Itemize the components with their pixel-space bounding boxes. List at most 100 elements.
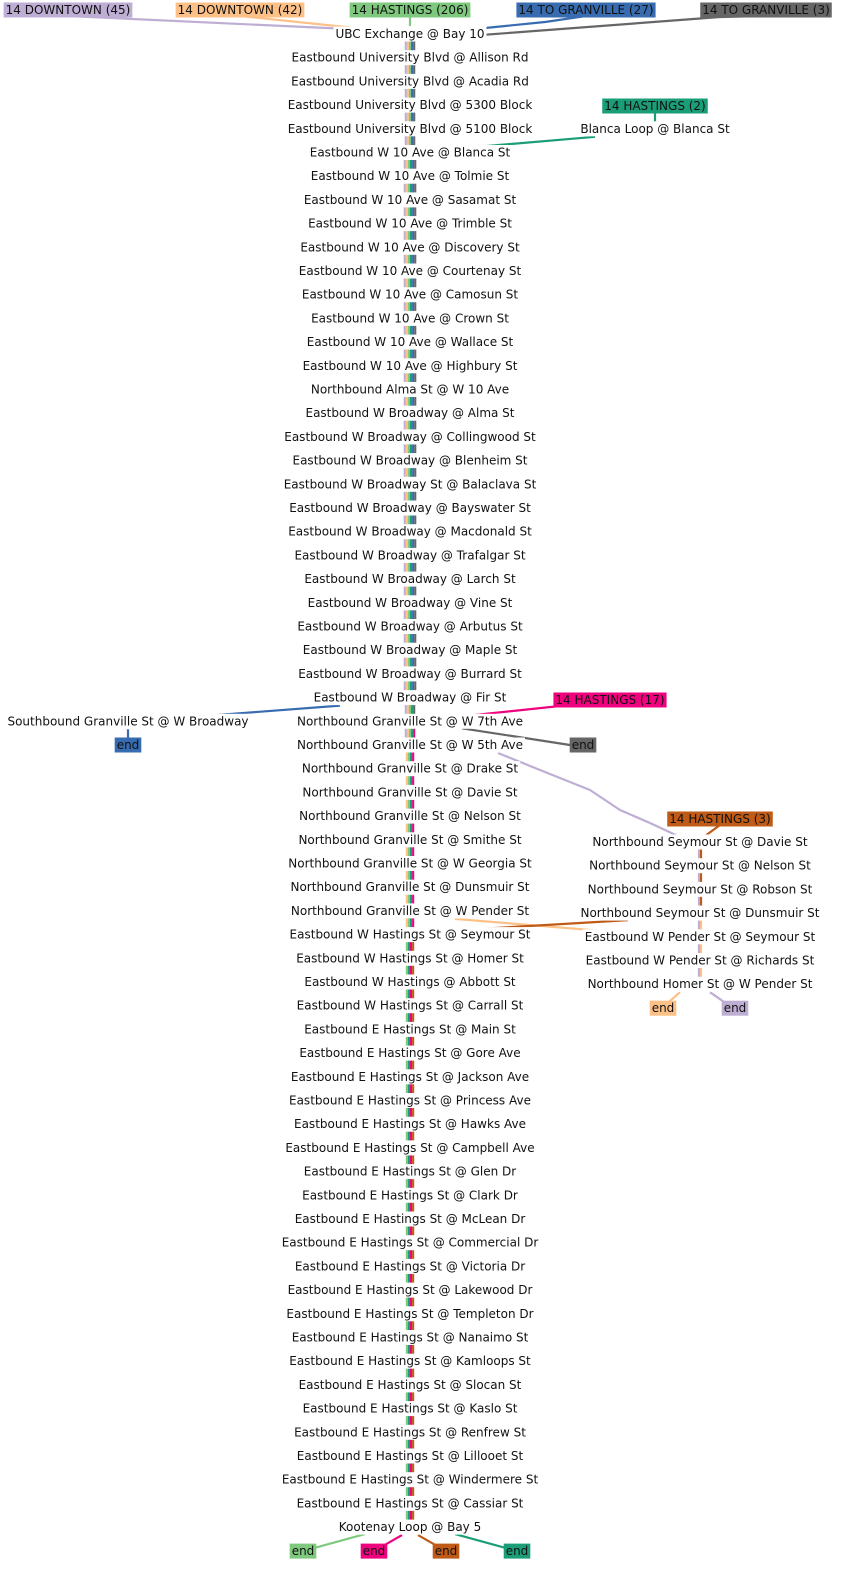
trunk-band-h17 <box>412 894 415 904</box>
trunk-band-h2 <box>407 1320 410 1331</box>
trunk-band-dt42 <box>405 467 408 478</box>
trunk-band-h17 <box>412 917 415 928</box>
trunk-band-g27 <box>412 562 415 573</box>
stop-northbound-granville-st-davie-st: Northbound Granville St @ Davie St <box>300 784 520 800</box>
stop-eastbound-w-10-ave-trimble-st: Eastbound W 10 Ave @ Trimble St <box>305 216 515 232</box>
stop-eastbound-e-hastings-st-glen-dr: Eastbound E Hastings St @ Glen Dr <box>301 1164 519 1180</box>
trunk-band-dt45 <box>403 538 406 549</box>
trunk-band-h206 <box>407 443 410 454</box>
trunk-band-g27 <box>412 278 415 288</box>
trunk-band-h2 <box>410 538 413 549</box>
trunk-band-dt42 <box>405 206 408 217</box>
trunk-band-g27 <box>412 538 415 549</box>
trunk-band-h2 <box>410 870 413 881</box>
stop-northbound-alma-st-w-10-ave: Northbound Alma St @ W 10 Ave <box>308 382 512 397</box>
trunk-band-h206 <box>408 64 412 75</box>
trunk-band-h206 <box>405 1320 408 1331</box>
trunk-band-dt42 <box>405 254 408 264</box>
stop-eastbound-w-hastings-st-carrall-st: Eastbound W Hastings St @ Carrall St <box>294 998 526 1014</box>
trunk-band-h206 <box>405 1486 408 1497</box>
trunk-band-h3 <box>412 1344 415 1355</box>
trunk-band-g3 <box>414 491 417 501</box>
stop-eastbound-w-pender-st-seymour-st: Eastbound W Pender St @ Seymour St <box>582 929 818 945</box>
trunk-band-h3 <box>412 1510 415 1521</box>
svg-text:end: end <box>435 1544 458 1558</box>
trunk-band-h2 <box>410 799 413 810</box>
svg-text:14 HASTINGS (206): 14 HASTINGS (206) <box>352 3 469 17</box>
trunk-band-h206 <box>407 538 410 549</box>
trunk-band-g27 <box>412 586 415 596</box>
svg-text:Eastbound E Hastings St @ Nana: Eastbound E Hastings St @ Nanaimo St <box>292 1331 529 1345</box>
trunk-band-h3 <box>412 1036 415 1047</box>
trunk-band-h2 <box>407 1131 410 1141</box>
trunk-band-h3 <box>412 1439 415 1449</box>
trunk-band-g27 <box>411 64 414 75</box>
trunk-band-g27 <box>412 396 415 407</box>
svg-text:Eastbound W 10 Ave @ Crown St: Eastbound W 10 Ave @ Crown St <box>311 311 509 325</box>
trunk-band-dt45 <box>403 680 406 691</box>
end-label-h2: end <box>503 1543 531 1559</box>
trunk-band-h206 <box>407 846 410 857</box>
trunk-band-g27 <box>412 633 415 644</box>
end-label-h3: end <box>432 1543 460 1559</box>
trunk-band-h206 <box>405 1249 408 1260</box>
svg-text:Northbound Seymour St @ Robson: Northbound Seymour St @ Robson St <box>588 882 813 896</box>
svg-text:Eastbound W Broadway @ Bayswat: Eastbound W Broadway @ Bayswater St <box>289 501 531 515</box>
svg-text:14 DOWNTOWN (45): 14 DOWNTOWN (45) <box>6 3 131 17</box>
svg-text:Eastbound W Broadway @ Arbutus: Eastbound W Broadway @ Arbutus St <box>297 620 523 634</box>
trunk-band-h2 <box>410 657 413 667</box>
trunk-band-h206 <box>407 894 410 904</box>
trunk-band-h2 <box>411 704 414 715</box>
trunk-band-h17 <box>410 1344 413 1355</box>
stop-northbound-seymour-st-nelson-st: Northbound Seymour St @ Nelson St <box>587 858 813 874</box>
trunk-band-dt45 <box>403 657 406 667</box>
end-label-dt42: end <box>649 1000 677 1016</box>
svg-text:Eastbound E Hastings St @ Vict: Eastbound E Hastings St @ Victoria Dr <box>295 1259 525 1273</box>
trunk-band-h2 <box>410 183 413 193</box>
svg-text:Eastbound E Hastings St @ Comm: Eastbound E Hastings St @ Commercial Dr <box>282 1236 539 1250</box>
svg-text:Northbound Granville St @ W 7t: Northbound Granville St @ W 7th Ave <box>297 714 523 728</box>
trunk-band-g27 <box>411 88 414 99</box>
stop-eastbound-e-hastings-st-cassiar-st: Eastbound E Hastings St @ Cassiar St <box>294 1495 526 1511</box>
svg-text:Eastbound W 10 Ave @ Sasamat S: Eastbound W 10 Ave @ Sasamat St <box>304 193 517 207</box>
trunk-band-h2 <box>410 823 413 833</box>
trunk-band-dt42 <box>406 88 409 99</box>
stop-eastbound-w-broadway-macdonald-st: Eastbound W Broadway @ Macdonald St <box>286 524 534 540</box>
trunk-band-h206 <box>407 301 410 312</box>
trunk-band-h3 <box>412 1060 415 1070</box>
trunk-band-h206 <box>405 1297 408 1307</box>
trunk-band-h206 <box>407 278 410 288</box>
trunk-band-h3 <box>412 1249 415 1260</box>
svg-text:Northbound Seymour St @ Nelson: Northbound Seymour St @ Nelson St <box>589 859 811 873</box>
trunk-band-h2 <box>407 1036 410 1047</box>
svg-text:Eastbound W Broadway @ Vine St: Eastbound W Broadway @ Vine St <box>308 596 513 610</box>
svg-text:Kootenay Loop @ Bay 5: Kootenay Loop @ Bay 5 <box>339 1520 481 1534</box>
stop-eastbound-e-hastings-st-main-st: Eastbound E Hastings St @ Main St <box>302 1021 518 1037</box>
trunk-band-h3 <box>412 1202 415 1212</box>
stop-kootenay-loop-bay-5: Kootenay Loop @ Bay 5 <box>336 1519 484 1535</box>
stop-eastbound-e-hastings-st-jackson-ave: Eastbound E Hastings St @ Jackson Ave <box>288 1069 532 1085</box>
trunk-band-h206 <box>405 1344 408 1355</box>
trunk-band-h2 <box>407 1510 410 1521</box>
trunk-band-h17 <box>410 1391 413 1402</box>
stop-northbound-granville-st-w-7th-ave: Northbound Granville St @ W 7th Ave <box>294 713 526 729</box>
trunk-band-h206 <box>407 349 410 359</box>
stop-eastbound-w-broadway-burrard-st: Eastbound W Broadway @ Burrard St <box>296 666 524 682</box>
trunk-band-h206 <box>407 206 410 217</box>
trunk-band-h2 <box>407 1463 410 1473</box>
stop-eastbound-e-hastings-st-lillooet-st: Eastbound E Hastings St @ Lillooet St <box>294 1448 526 1464</box>
stop-eastbound-w-broadway-vine-st: Eastbound W Broadway @ Vine St <box>305 595 515 611</box>
svg-text:Eastbound E Hastings St @ Camp: Eastbound E Hastings St @ Campbell Ave <box>285 1141 534 1155</box>
trunk-band-dt45 <box>403 301 406 312</box>
route-label-g27: 14 TO GRANVILLE (27) <box>516 2 656 18</box>
trunk-band-dt45 <box>403 586 406 596</box>
stop-eastbound-w-hastings-st-seymour-st: Eastbound W Hastings St @ Seymour St <box>287 927 533 943</box>
stop-southbound-granville-broadway: Southbound Granville St @ W Broadway <box>5 713 251 729</box>
trunk-band-h206 <box>405 1036 408 1047</box>
trunk-band-g27 <box>412 491 415 501</box>
trunk-band-h206 <box>405 1273 408 1284</box>
trunk-band-g3 <box>414 230 417 241</box>
svg-text:Eastbound W Broadway @ Fir St: Eastbound W Broadway @ Fir St <box>314 691 507 705</box>
stop-eastbound-e-hastings-st-templeton-dr: Eastbound E Hastings St @ Templeton Dr <box>284 1306 536 1322</box>
